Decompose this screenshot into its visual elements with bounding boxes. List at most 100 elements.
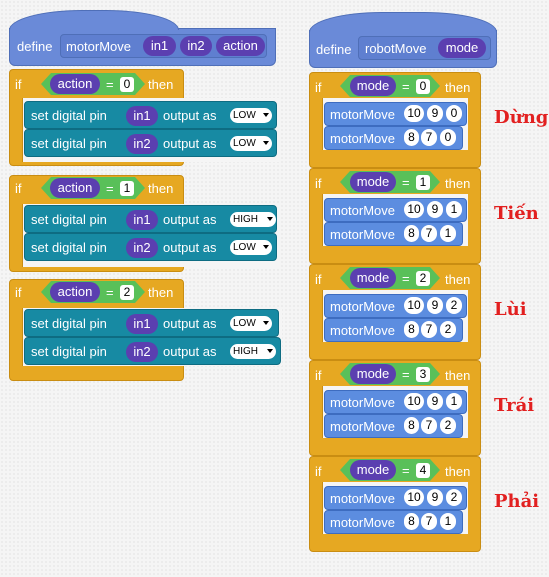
- call-arg[interactable]: 1: [446, 201, 462, 218]
- motormove-call-block[interactable]: [324, 390, 467, 414]
- call-arg[interactable]: 1: [440, 225, 456, 242]
- output-as-label: output as: [163, 344, 217, 359]
- var-mode[interactable]: mode: [350, 364, 396, 384]
- pin-arg[interactable]: in2: [126, 134, 158, 154]
- level-dropdown[interactable]: HIGH: [230, 344, 276, 359]
- compare-value[interactable]: 1: [120, 181, 134, 196]
- dropdown-arrow-icon: [263, 141, 269, 145]
- motormove-call-block[interactable]: [324, 294, 467, 318]
- var-action[interactable]: action: [50, 282, 100, 302]
- call-arg[interactable]: 2: [446, 297, 462, 314]
- call-arg[interactable]: 10: [404, 297, 424, 314]
- level-dropdown[interactable]: LOW: [230, 240, 272, 255]
- compare-value[interactable]: 3: [416, 367, 430, 382]
- equals-sign: =: [402, 175, 410, 190]
- call-arg[interactable]: 9: [427, 489, 443, 506]
- call-arg[interactable]: 8: [404, 513, 419, 530]
- call-arg[interactable]: 0: [440, 129, 456, 146]
- set-digital-pin-label: set digital pin: [31, 240, 107, 255]
- compare-value[interactable]: 4: [416, 463, 430, 478]
- call-arg[interactable]: 9: [427, 105, 443, 122]
- then-keyword: then: [148, 285, 174, 300]
- call-arg[interactable]: 8: [404, 225, 419, 242]
- call-arg[interactable]: 2: [446, 489, 462, 506]
- then-keyword: then: [148, 181, 174, 196]
- then-keyword: then: [445, 176, 471, 191]
- var-mode[interactable]: mode: [350, 460, 396, 480]
- motormove-call-block[interactable]: [324, 102, 467, 126]
- dropdown-arrow-icon: [267, 217, 273, 221]
- call-arg[interactable]: 9: [427, 297, 443, 314]
- call-arg[interactable]: 7: [421, 225, 437, 242]
- call-arg[interactable]: 9: [427, 201, 443, 218]
- level-dropdown[interactable]: LOW: [230, 316, 272, 331]
- compare-value[interactable]: 2: [416, 271, 430, 286]
- motormove-call-block[interactable]: [324, 198, 467, 222]
- level-dropdown[interactable]: HIGH: [230, 212, 276, 227]
- var-mode[interactable]: mode: [350, 172, 396, 192]
- call-arg[interactable]: 7: [421, 129, 437, 146]
- pin-arg[interactable]: in2: [126, 342, 158, 362]
- call-arg[interactable]: 0: [446, 105, 462, 122]
- output-as-label: output as: [163, 316, 217, 331]
- motormove-call-block[interactable]: [324, 486, 467, 510]
- level-dropdown[interactable]: LOW: [230, 108, 272, 123]
- equals-sign: =: [402, 367, 410, 382]
- then-keyword: then: [445, 272, 471, 287]
- call-arg[interactable]: 2: [440, 417, 456, 434]
- motormove-call-block[interactable]: [324, 318, 463, 342]
- direction-label: Tiến: [494, 203, 539, 224]
- call-arg[interactable]: 10: [404, 393, 424, 410]
- call-name: motorMove: [330, 107, 396, 122]
- call-arg[interactable]: 9: [427, 393, 443, 410]
- var-action[interactable]: action: [50, 74, 100, 94]
- if-keyword: if: [315, 368, 322, 383]
- dropdown-arrow-icon: [263, 113, 269, 117]
- param-action[interactable]: action: [216, 36, 265, 56]
- set-digital-pin-label: set digital pin: [31, 316, 107, 331]
- call-arg[interactable]: 7: [421, 417, 437, 434]
- param-mode[interactable]: mode: [438, 38, 486, 58]
- motormove-call-block[interactable]: [324, 222, 463, 246]
- call-name: motorMove: [330, 227, 396, 242]
- compare-value[interactable]: 1: [416, 175, 430, 190]
- pin-arg[interactable]: in1: [126, 106, 158, 126]
- call-arg[interactable]: 10: [404, 105, 424, 122]
- call-name: motorMove: [330, 323, 396, 338]
- call-arg[interactable]: 1: [446, 393, 462, 410]
- var-mode[interactable]: mode: [350, 268, 396, 288]
- if-keyword: if: [15, 77, 22, 92]
- compare-value[interactable]: 2: [120, 285, 134, 300]
- param-in1[interactable]: in1: [143, 36, 176, 56]
- call-arg[interactable]: 10: [404, 201, 424, 218]
- motormove-call-block[interactable]: [324, 414, 463, 438]
- set-digital-pin-label: set digital pin: [31, 136, 107, 151]
- pin-arg[interactable]: in1: [126, 314, 158, 334]
- call-name: motorMove: [330, 491, 396, 506]
- var-mode[interactable]: mode: [350, 76, 396, 96]
- if-keyword: if: [315, 272, 322, 287]
- if-keyword: if: [315, 464, 322, 479]
- call-arg[interactable]: 8: [404, 417, 419, 434]
- param-in2[interactable]: in2: [180, 36, 212, 56]
- call-arg[interactable]: 10: [404, 489, 424, 506]
- procedure-name: robotMove: [365, 41, 427, 56]
- call-arg[interactable]: 2: [440, 321, 456, 338]
- compare-value[interactable]: 0: [120, 77, 134, 92]
- call-arg[interactable]: 8: [404, 129, 419, 146]
- output-as-label: output as: [163, 108, 217, 123]
- call-arg[interactable]: 7: [421, 321, 437, 338]
- call-name: motorMove: [330, 299, 396, 314]
- level-dropdown[interactable]: LOW: [230, 136, 272, 151]
- call-arg[interactable]: 7: [421, 513, 437, 530]
- motormove-call-block[interactable]: [324, 126, 463, 150]
- output-as-label: output as: [163, 136, 217, 151]
- compare-value[interactable]: 0: [416, 79, 430, 94]
- then-keyword: then: [445, 368, 471, 383]
- motormove-call-block[interactable]: [324, 510, 463, 534]
- pin-arg[interactable]: in1: [126, 210, 158, 230]
- call-arg[interactable]: 8: [404, 321, 419, 338]
- call-arg[interactable]: 1: [440, 513, 456, 530]
- pin-arg[interactable]: in2: [126, 238, 158, 258]
- var-action[interactable]: action: [50, 178, 100, 198]
